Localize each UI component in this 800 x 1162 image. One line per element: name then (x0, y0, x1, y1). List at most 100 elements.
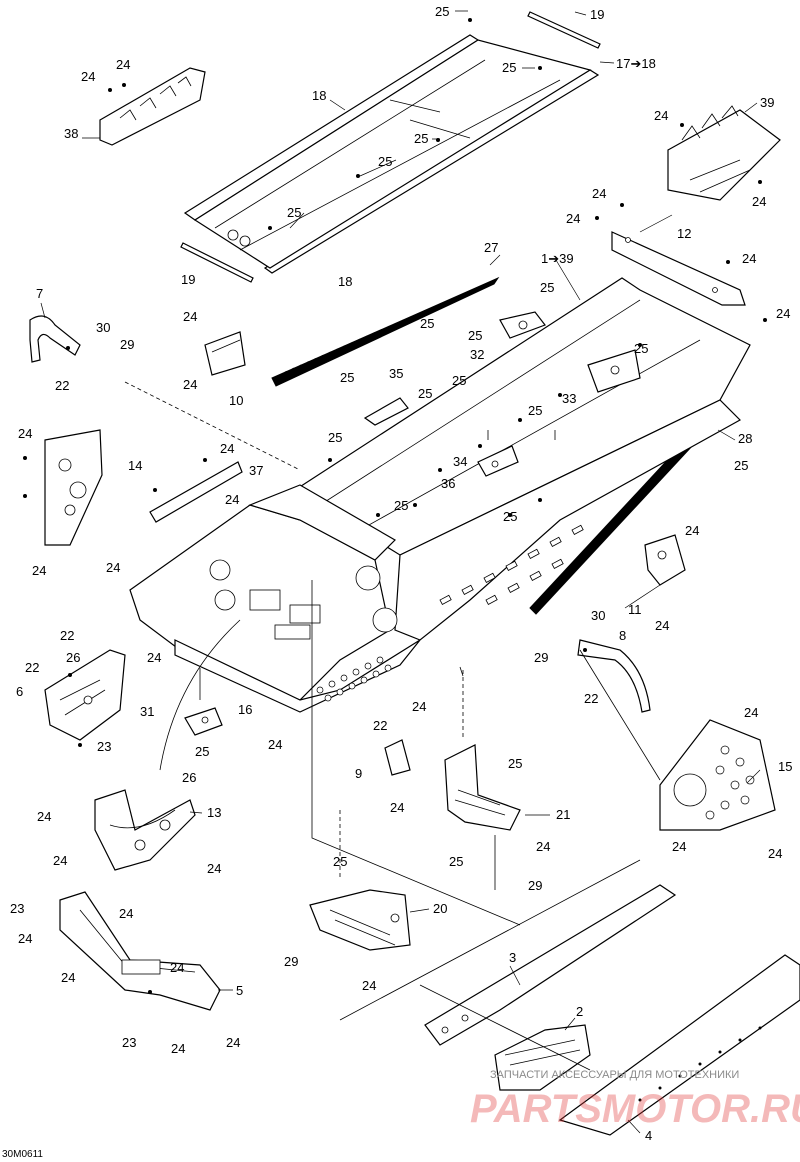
callout-25: 25 (414, 131, 428, 146)
callout-39: 39 (760, 95, 774, 110)
callout-30: 30 (96, 320, 110, 335)
callout-25: 25 (452, 373, 466, 388)
callout-31: 31 (140, 704, 154, 719)
bracket-38 (99, 67, 206, 146)
callout-25: 25 (378, 154, 392, 169)
bracket-32 (499, 311, 546, 339)
rail-5 (59, 891, 221, 1011)
callout-25: 25 (195, 744, 209, 759)
watermark-tagline: ЗАПЧАСТИ АКСЕССУАРЫ ДЛЯ МОТОТЕХНИКИ (490, 1069, 739, 1081)
callout-18: 18 (338, 274, 352, 289)
callout-22: 22 (60, 628, 74, 643)
callout-23: 23 (10, 901, 24, 916)
callout-24: 24 (220, 441, 234, 456)
leader-lines (40, 10, 761, 1134)
callout-23: 23 (122, 1035, 136, 1050)
callout-25: 25 (528, 403, 542, 418)
callout-18: 18 (312, 88, 326, 103)
callout-27: 27 (484, 240, 498, 255)
handle-7 (29, 315, 81, 363)
tunnel-chassis (129, 277, 751, 713)
callout-25: 25 (340, 370, 354, 385)
callout-24: 24 (566, 211, 580, 226)
callout-24: 24 (592, 186, 606, 201)
callout-24: 24 (37, 809, 51, 824)
callout-24: 24 (412, 699, 426, 714)
handle-8 (577, 639, 651, 713)
callout-19: 19 (590, 7, 604, 22)
rail-3 (424, 884, 677, 1046)
callout-24: 24 (654, 108, 668, 123)
callout-25: 25 (508, 756, 522, 771)
callout-24: 24 (536, 839, 550, 854)
callout-37: 37 (249, 463, 263, 478)
watermark-logo-text: PARTSMOTOR.RU (470, 1087, 800, 1131)
bracket-10 (204, 331, 246, 376)
callout-24: 24 (32, 563, 46, 578)
callout-29: 29 (120, 337, 134, 352)
callout-24: 24 (362, 978, 376, 993)
callout-labels: 25 19 17➔18 25 24 24 38 18 25 25 25 24 3… (10, 4, 792, 1143)
callout-24: 24 (18, 931, 32, 946)
callout-24: 24 (170, 960, 184, 975)
callout-25: 25 (394, 498, 408, 513)
callout-25: 25 (287, 205, 301, 220)
callout-24: 24 (685, 523, 699, 538)
gusset-plate-left (23, 429, 103, 546)
callout-2: 2 (576, 1004, 583, 1019)
callout-25: 25 (418, 386, 432, 401)
callout-25: 25 (503, 509, 517, 524)
callout-25: 25 (468, 328, 482, 343)
callout-29: 29 (528, 878, 542, 893)
bracket-16 (184, 707, 223, 736)
callout-20: 20 (433, 901, 447, 916)
callout-22: 22 (55, 378, 69, 393)
callout-5: 5 (236, 983, 243, 998)
callout-22: 22 (584, 691, 598, 706)
callout-29: 29 (284, 954, 298, 969)
bracket-20 (309, 889, 411, 951)
callout-36: 36 (441, 476, 455, 491)
callout-25: 25 (540, 280, 554, 295)
callout-24: 24 (61, 970, 75, 985)
callout-21: 21 (556, 807, 570, 822)
callout-24: 24 (183, 309, 197, 324)
watermark: ЗАПЧАСТИ АКСЕССУАРЫ ДЛЯ МОТОТЕХНИКИ PART… (470, 1069, 800, 1131)
callout-26: 26 (182, 770, 196, 785)
callout-6: 6 (16, 684, 23, 699)
drawing-code: 30M0611 (2, 1149, 43, 1160)
callout-38: 38 (64, 126, 78, 141)
rail-4 (558, 954, 800, 1136)
callout-9: 9 (355, 766, 362, 781)
callout-22: 22 (25, 660, 39, 675)
callout-24: 24 (390, 800, 404, 815)
callout-24: 24 (742, 251, 756, 266)
callout-4: 4 (645, 1128, 652, 1143)
callout-24: 24 (744, 705, 758, 720)
callout-12: 12 (677, 226, 691, 241)
callout-25: 25 (328, 430, 342, 445)
bracket-34-36 (477, 430, 556, 477)
callout-10: 10 (229, 393, 243, 408)
strip-27 (271, 276, 500, 387)
bracket-9 (384, 739, 411, 776)
callout-24: 24 (81, 69, 95, 84)
callout-24: 24 (53, 853, 67, 868)
callout-29: 29 (534, 650, 548, 665)
callout-24: 24 (147, 650, 161, 665)
slide-rail-assembly (180, 11, 601, 283)
callout-24: 24 (268, 737, 282, 752)
callout-25: 25 (634, 341, 648, 356)
callout-24: 24 (106, 560, 120, 575)
callout-24: 24 (225, 492, 239, 507)
bracket-12 (595, 203, 767, 322)
callout-28: 28 (738, 431, 752, 446)
callout-25: 25 (420, 316, 434, 331)
bracket-2 (494, 1024, 591, 1091)
callout-30: 30 (591, 608, 605, 623)
callout-19: 19 (181, 272, 195, 287)
callout-34: 34 (453, 454, 467, 469)
callout-24: 24 (207, 861, 221, 876)
callout-26: 26 (66, 650, 80, 665)
